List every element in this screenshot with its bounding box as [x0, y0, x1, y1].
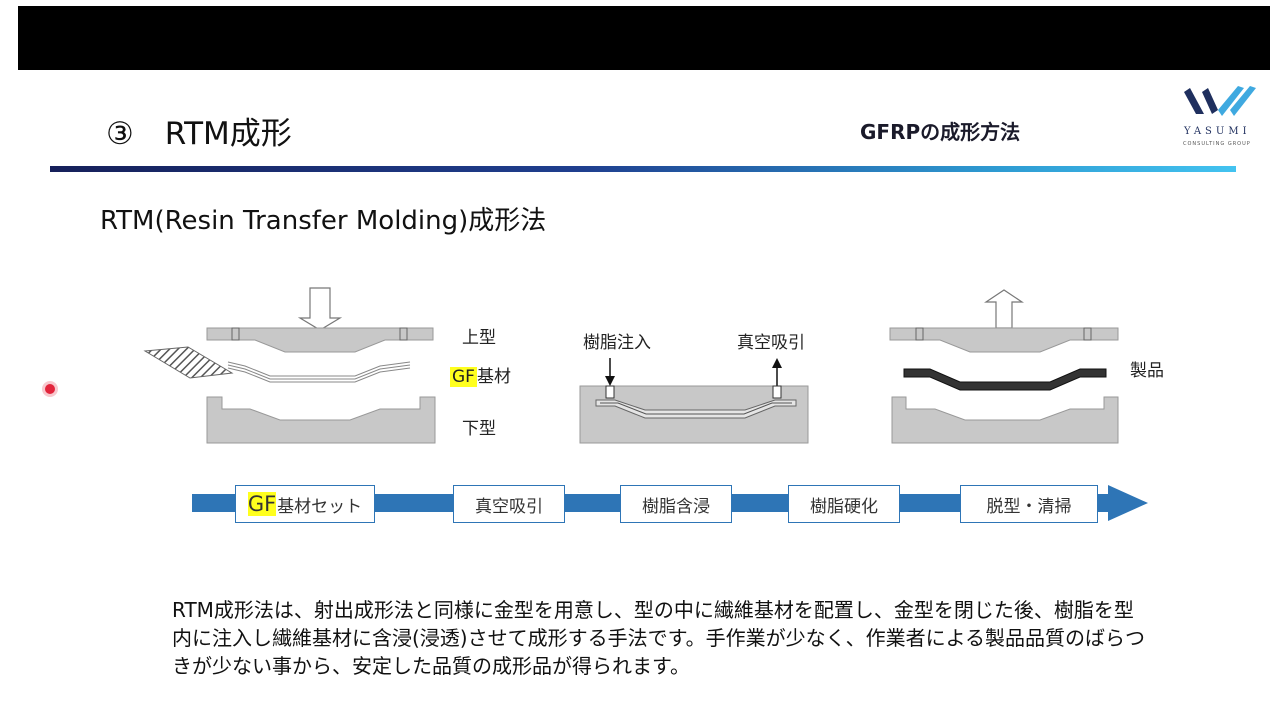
label-upper-mold: 上型 — [462, 328, 496, 348]
gf-highlight: GF — [450, 367, 477, 387]
label-lower-mold: 下型 — [462, 419, 496, 439]
press-down-arrow-icon — [297, 287, 343, 331]
description-paragraph: RTM成形法は、射出成形法と同様に金型を用意し、型の中に繊維基材を配置し、金型を… — [172, 598, 1146, 678]
upper-mold-3 — [889, 327, 1119, 353]
step-curing: 樹脂硬化 — [788, 485, 900, 523]
hatched-fiber-sheet — [143, 346, 234, 379]
logo-subtext: CONSULTING GROUP — [1183, 141, 1251, 147]
pointer-dot — [45, 384, 55, 394]
top-black-bar — [18, 6, 1270, 70]
lower-mold-3 — [891, 396, 1119, 444]
label-vacuum-suction: 真空吸引 — [737, 333, 805, 353]
stage-set-substrate — [143, 287, 436, 444]
stage-resin-injection — [579, 358, 809, 444]
lift-up-arrow-icon — [984, 289, 1024, 329]
title-divider — [50, 166, 1236, 172]
stage-demold — [889, 289, 1119, 444]
gf-substrate-text: 基材 — [476, 367, 511, 387]
upper-mold-1 — [206, 327, 434, 353]
step-vacuum: 真空吸引 — [453, 485, 565, 523]
slide-title: ③ RTM成形 — [106, 116, 292, 152]
rtm-process-diagram — [143, 287, 1148, 521]
step-gf-set-label: 基材セット — [277, 496, 363, 517]
logo-wordmark: YASUMI — [1184, 126, 1251, 137]
label-product: 製品 — [1130, 361, 1164, 381]
step-vacuum-label: 真空吸引 — [475, 496, 543, 517]
page-subtitle: RTM(Resin Transfer Molding)成形法 — [100, 206, 547, 236]
lower-mold-1 — [206, 396, 436, 444]
molded-product — [903, 368, 1107, 391]
company-logo-icon — [1184, 86, 1256, 116]
label-resin-injection: 樹脂注入 — [583, 333, 651, 353]
resin-injection-arrow-icon — [605, 376, 615, 386]
step-impregnation: 樹脂含浸 — [620, 485, 732, 523]
step-demold-clean-label: 脱型・清掃 — [986, 496, 1072, 517]
step-demold-clean: 脱型・清掃 — [960, 485, 1098, 523]
step-impregnation-label: 樹脂含浸 — [642, 496, 710, 517]
vacuum-arrow-icon — [772, 358, 782, 368]
step-gf-highlight: GF — [247, 492, 277, 516]
section-label: GFRPの成形方法 — [860, 120, 1021, 144]
step-curing-label: 樹脂硬化 — [810, 496, 878, 517]
